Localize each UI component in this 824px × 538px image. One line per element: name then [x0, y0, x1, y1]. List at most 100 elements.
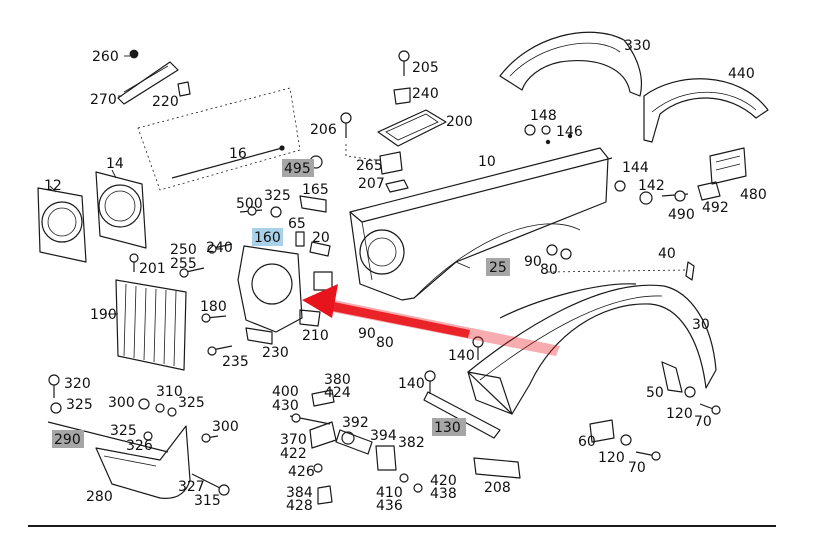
- label-384: 384: [286, 485, 313, 501]
- label-230: 230: [262, 345, 289, 361]
- label-20: 20: [312, 230, 330, 246]
- label-426: 426: [288, 464, 315, 480]
- label-207: 207: [358, 176, 385, 192]
- label-392: 392: [342, 415, 369, 431]
- label-130: 130: [434, 420, 461, 436]
- label-120-right: 120: [666, 406, 693, 422]
- label-495: 495: [284, 161, 311, 177]
- label-235: 235: [222, 354, 249, 370]
- label-325-mid: 325: [178, 395, 205, 411]
- arrow-head: [302, 284, 338, 318]
- label-490: 490: [668, 207, 695, 223]
- label-180: 180: [200, 299, 227, 315]
- label-382: 382: [398, 435, 425, 451]
- label-326: 326: [126, 438, 153, 454]
- headlamp-housing-14: [95, 169, 147, 249]
- label-438: 438: [430, 486, 457, 502]
- rails-lower: [423, 336, 661, 479]
- wheel-liner-440: [643, 78, 769, 143]
- label-65: 65: [288, 216, 306, 232]
- grille-190: [108, 279, 187, 371]
- label-12: 12: [44, 178, 62, 194]
- label-320: 320: [64, 376, 91, 392]
- highlight-495: [282, 159, 314, 177]
- label-290: 290: [54, 432, 81, 448]
- label-14: 14: [106, 156, 124, 172]
- label-325-left: 325: [66, 397, 93, 413]
- label-140-lower: 140: [398, 376, 425, 392]
- label-250: 250: [170, 242, 197, 258]
- highlight-130: [432, 418, 466, 436]
- label-40: 40: [658, 246, 676, 262]
- fender-10: [349, 124, 613, 301]
- label-148: 148: [530, 108, 557, 124]
- label-220: 220: [152, 94, 179, 110]
- highlight-25: [486, 258, 510, 276]
- trim-40: [499, 261, 695, 319]
- label-270: 270: [90, 92, 117, 108]
- screws-left: [129, 243, 233, 356]
- label-428: 428: [286, 498, 313, 514]
- label-10: 10: [478, 154, 496, 170]
- label-394: 394: [370, 428, 397, 444]
- label-30: 30: [692, 317, 710, 333]
- label-430: 430: [272, 398, 299, 414]
- label-80-lower: 80: [376, 335, 394, 351]
- fasteners-right: [546, 147, 747, 260]
- label-280: 280: [86, 489, 113, 505]
- label-440: 440: [728, 66, 755, 82]
- label-300-left: 300: [108, 395, 135, 411]
- support-assembly: [289, 389, 423, 505]
- label-90-upper: 90: [524, 254, 542, 270]
- highlight-160: [252, 228, 283, 246]
- label-16: 16: [229, 146, 247, 162]
- label-315: 315: [194, 493, 221, 509]
- label-500: 500: [236, 196, 263, 212]
- label-142: 142: [638, 178, 665, 194]
- label-25: 25: [489, 260, 507, 276]
- label-144: 144: [622, 160, 649, 176]
- label-200: 200: [446, 114, 473, 130]
- wheel-liner-330: [499, 31, 643, 97]
- callout-arrow: [302, 284, 560, 356]
- lamp-housing-160: [237, 195, 333, 345]
- label-90-lower: 90: [358, 326, 376, 342]
- label-370: 370: [280, 432, 307, 448]
- label-146: 146: [556, 124, 583, 140]
- label-420: 420: [430, 473, 457, 489]
- label-400: 400: [272, 384, 299, 400]
- label-492: 492: [702, 200, 729, 216]
- label-480: 480: [740, 187, 767, 203]
- label-436: 436: [376, 498, 403, 514]
- label-70-lower: 70: [628, 460, 646, 476]
- panel-16: [137, 87, 301, 191]
- label-380: 380: [324, 372, 351, 388]
- label-210: 210: [302, 328, 329, 344]
- label-310: 310: [156, 384, 183, 400]
- label-422: 422: [280, 446, 307, 462]
- label-160: 160: [254, 230, 281, 246]
- label-120-lower: 120: [598, 450, 625, 466]
- label-240-top: 240: [412, 86, 439, 102]
- label-327: 327: [178, 479, 205, 495]
- highlight-290: [52, 430, 84, 448]
- label-201: 201: [139, 261, 166, 277]
- label-50: 50: [646, 385, 664, 401]
- label-205: 205: [412, 60, 439, 76]
- label-165: 165: [302, 182, 329, 198]
- part-labels: 260 270 220 12 14 16 205 240 200 206 495…: [44, 38, 767, 514]
- label-255: 255: [170, 256, 197, 272]
- label-206: 206: [310, 122, 337, 138]
- label-260: 260: [92, 49, 119, 65]
- label-60: 60: [578, 434, 596, 450]
- label-424: 424: [324, 385, 351, 401]
- label-410: 410: [376, 485, 403, 501]
- label-190: 190: [90, 307, 117, 323]
- flare-30: [467, 284, 721, 415]
- label-80-upper: 80: [540, 262, 558, 278]
- label-70-right: 70: [694, 414, 712, 430]
- label-325-low: 325: [110, 423, 137, 439]
- label-325-top: 325: [264, 188, 291, 204]
